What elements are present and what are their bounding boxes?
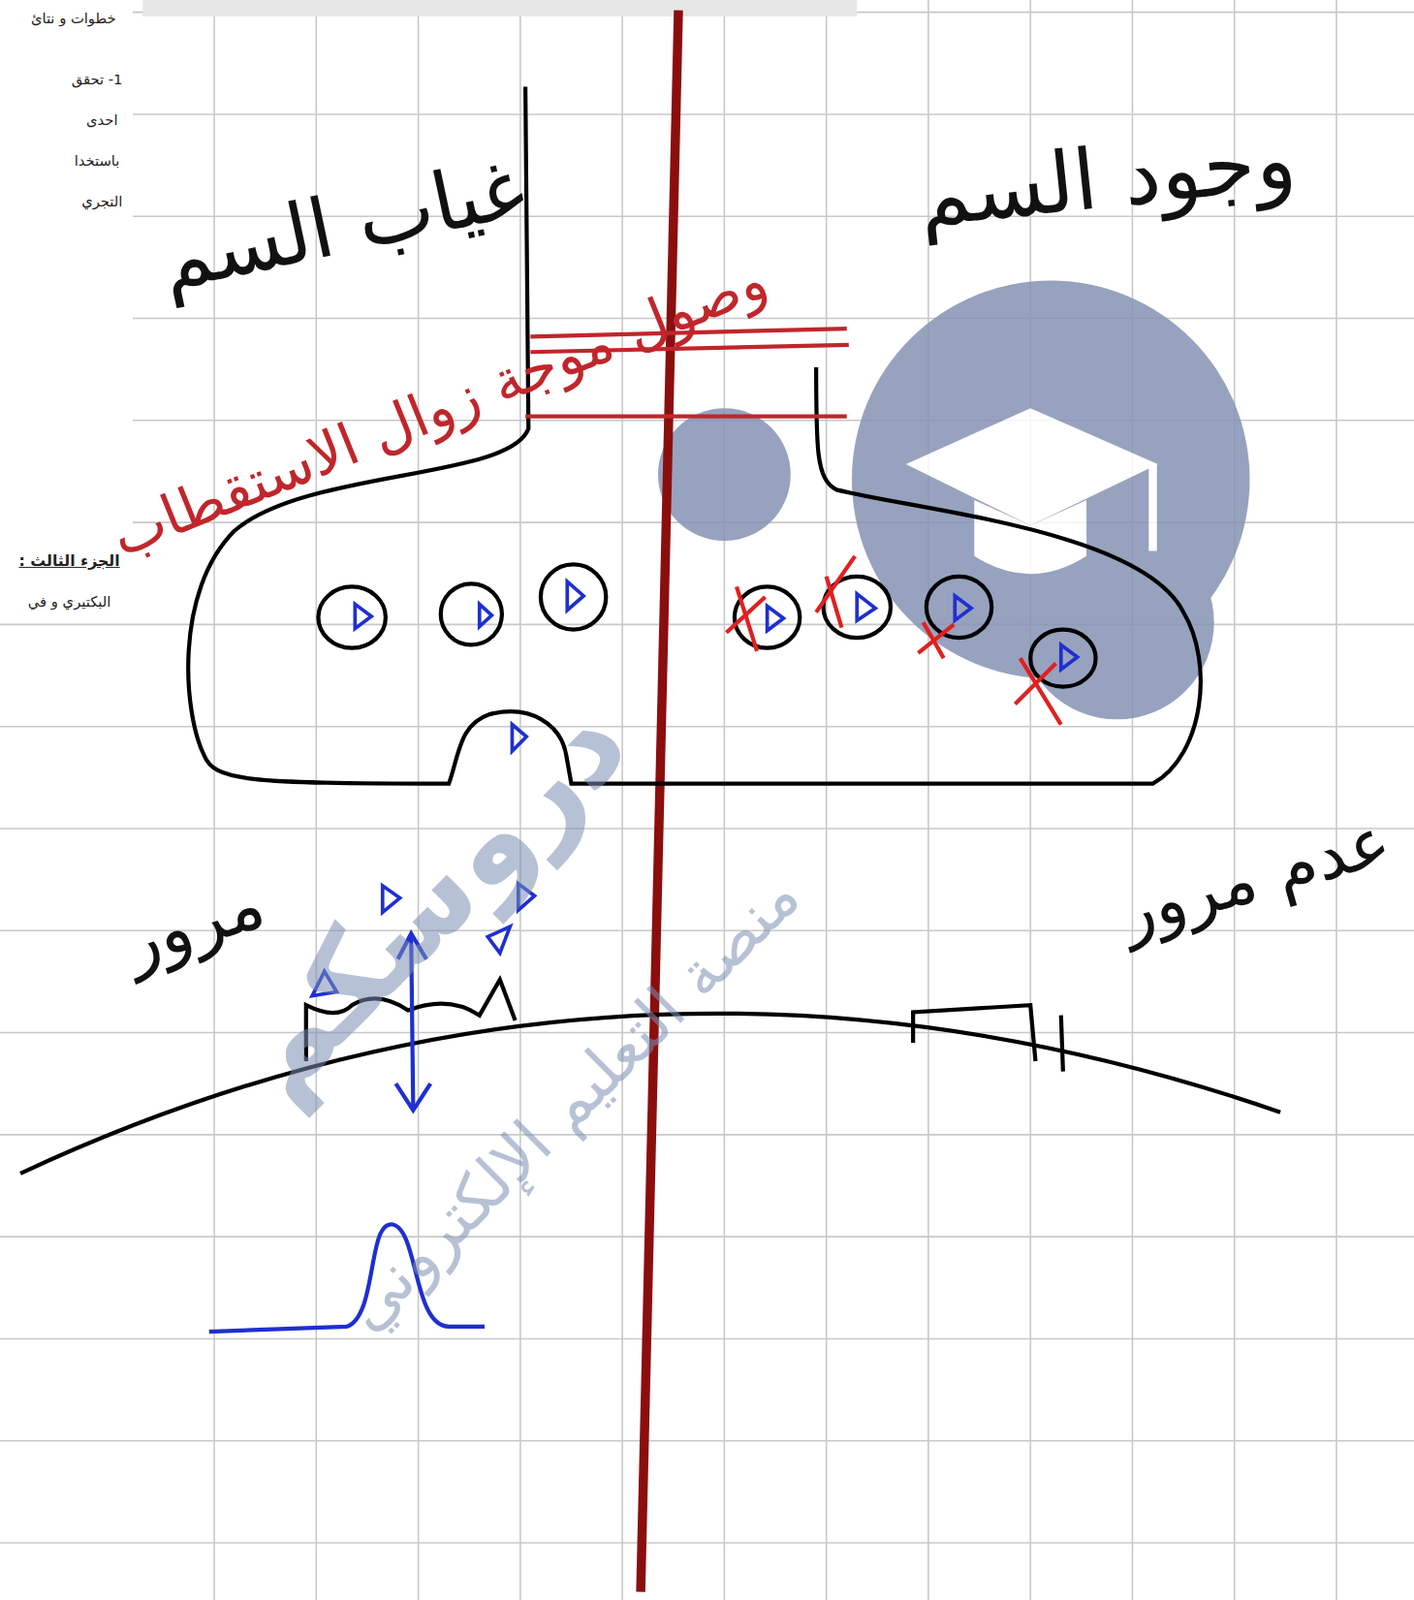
divider-line <box>640 10 679 1593</box>
doc-fragment: الجزء الثالث : <box>18 552 120 570</box>
block-marks <box>726 556 1062 725</box>
top-bar <box>142 0 857 17</box>
vesicles <box>317 564 1096 687</box>
doc-fragment: باستخدا <box>74 153 121 170</box>
doc-fragment: خطوات و نتائ <box>31 9 117 27</box>
handwritten-label: مرور <box>113 863 274 984</box>
doc-fragment: التجري <box>81 193 123 211</box>
doc-fragment: احدى <box>86 112 118 129</box>
doc-fragment: البكتيري و في <box>28 594 111 611</box>
doc-fragment: 1- تحقق <box>71 71 124 89</box>
handwritten-heading: وجود السم <box>913 110 1300 246</box>
handwritten-heading: غياب السم <box>151 140 533 310</box>
closed-receptor <box>912 1005 1064 1071</box>
